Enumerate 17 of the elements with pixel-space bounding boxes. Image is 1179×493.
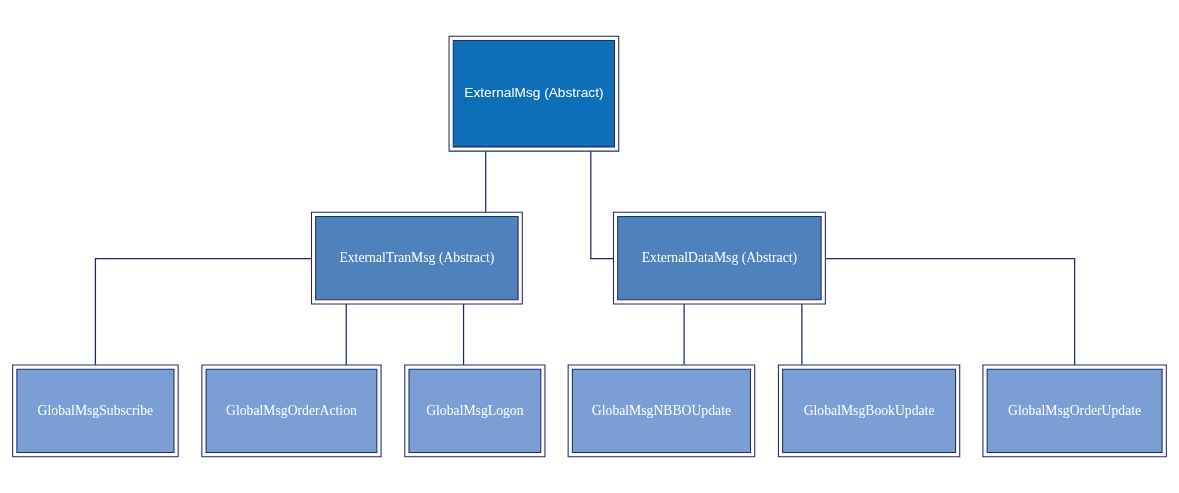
node-box: GlobalMsgOrderUpdate: [982, 364, 1167, 458]
node-box: ExternalMsg (Abstract): [448, 35, 620, 152]
connector: [345, 303, 347, 366]
connector: [94, 258, 312, 366]
connector: [683, 303, 685, 366]
connector: [801, 303, 803, 366]
node-box: GlobalMsgOrderAction: [201, 364, 382, 458]
node-box: GlobalMsgNBBOUpdate: [567, 364, 756, 458]
connector: [590, 150, 614, 260]
node-box: GlobalMsgSubscribe: [12, 364, 179, 458]
node-box: ExternalDataMsg (Abstract): [612, 211, 826, 305]
node-box: GlobalMsgBookUpdate: [777, 364, 961, 458]
connector: [485, 150, 487, 213]
connector: [462, 303, 465, 366]
node-box: GlobalMsgLogon: [404, 364, 546, 458]
connector: [824, 258, 1076, 366]
node-box: ExternalTranMsg (Abstract): [310, 211, 523, 305]
